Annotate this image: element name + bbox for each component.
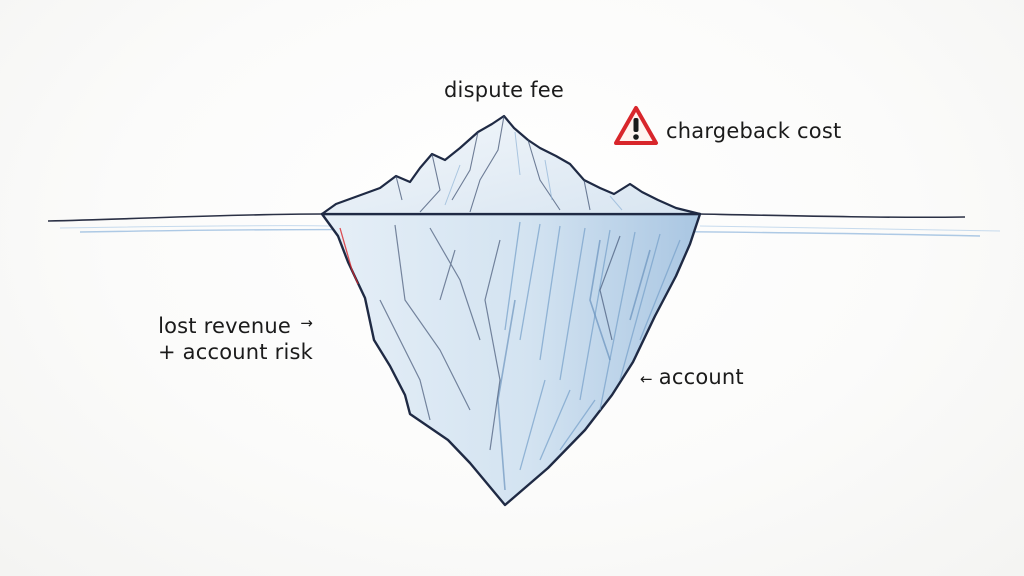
right-annotation: ← account <box>640 364 744 390</box>
right-annotation-text: account <box>658 365 744 389</box>
left-annotation: lost revenue → + account risk <box>158 313 313 366</box>
left-annotation-line1: lost revenue → <box>158 313 313 339</box>
iceberg-underwater <box>320 212 702 507</box>
iceberg-tip <box>320 114 702 216</box>
arrow-left-icon: ← <box>640 370 653 388</box>
left-annotation-line2: + account risk <box>158 340 313 365</box>
warning-label: chargeback cost <box>666 119 842 143</box>
tip-label: dispute fee <box>444 78 565 102</box>
left-annotation-text1: lost revenue <box>158 314 291 338</box>
warning-triangle-icon <box>614 106 658 145</box>
arrow-right-icon: → <box>300 314 313 332</box>
